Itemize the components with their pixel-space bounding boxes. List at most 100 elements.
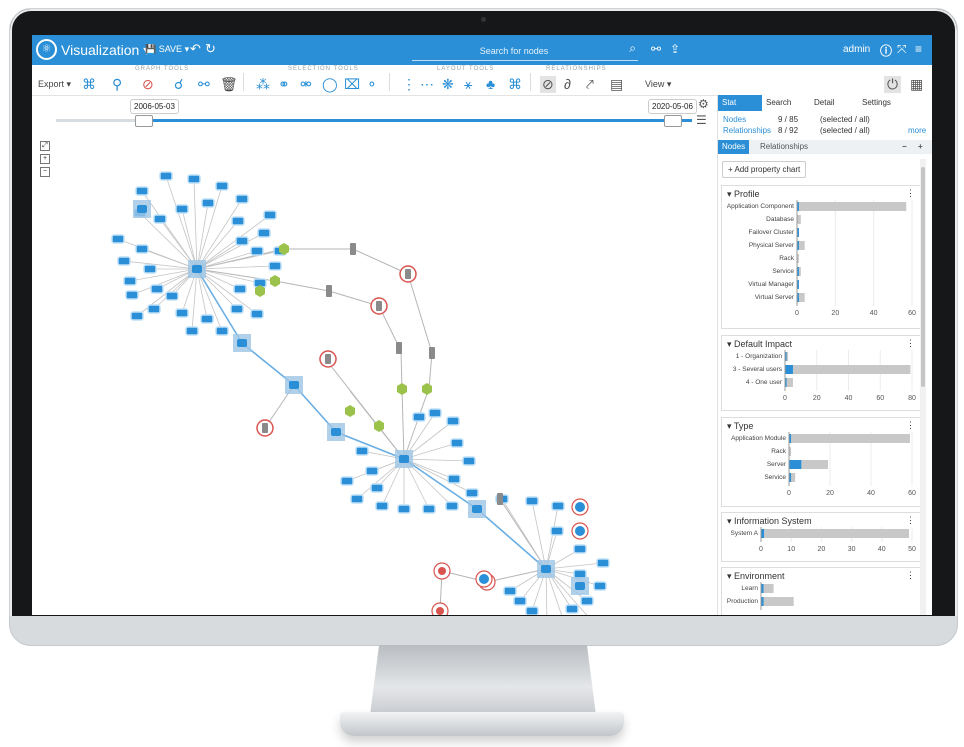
selected-node bbox=[289, 381, 299, 389]
chart-title[interactable]: ▾ Profile bbox=[727, 189, 760, 199]
subtab-relationships[interactable]: Relationships bbox=[760, 142, 809, 151]
category-label: 4 - One user bbox=[746, 379, 783, 386]
list-icon[interactable]: ☰ bbox=[696, 113, 707, 127]
application-node bbox=[462, 456, 476, 466]
category-label: Application Module bbox=[731, 435, 786, 442]
save-button[interactable]: 💾 SAVE ▾ bbox=[145, 44, 190, 54]
collapse-icon[interactable]: − bbox=[902, 142, 907, 151]
search-input[interactable] bbox=[412, 42, 616, 60]
document-icon[interactable]: ▤ bbox=[610, 76, 624, 92]
network-graph[interactable] bbox=[32, 131, 717, 615]
tab-detail[interactable]: Detail bbox=[814, 98, 835, 107]
scrollbar-thumb[interactable] bbox=[921, 167, 925, 387]
delete-icon[interactable]: 🗑 bbox=[220, 76, 238, 92]
tab-settings[interactable]: Settings bbox=[862, 98, 891, 107]
expand-icon[interactable]: ⤢ bbox=[40, 141, 50, 151]
graph-canvas[interactable]: ⤢ + − bbox=[32, 131, 717, 615]
chart-title[interactable]: ▾ Type bbox=[727, 421, 754, 431]
tab-search[interactable]: Search bbox=[766, 98, 792, 107]
hierarchy-icon[interactable]: ⚲ bbox=[112, 76, 123, 92]
layout-hierarchy-icon[interactable]: ♣ bbox=[486, 76, 496, 92]
zoom-out-icon[interactable]: − bbox=[40, 167, 50, 177]
edge-curve-icon[interactable]: ⤤ bbox=[586, 76, 594, 92]
layout-radial-icon[interactable]: ❋ bbox=[442, 76, 454, 92]
select-path-icon[interactable]: ⚭ bbox=[278, 76, 290, 92]
app-title-menu[interactable]: Visualization ▾ bbox=[61, 42, 151, 58]
gear-icon[interactable]: ⚙ bbox=[698, 97, 709, 111]
timeline-slider: 2006-05-03 2020-05-06 ⚙ ☰ bbox=[32, 95, 717, 131]
graph-shape-icon[interactable]: ⌘ bbox=[82, 76, 96, 92]
hide-icon[interactable]: ⊘ bbox=[142, 76, 154, 92]
bar-all bbox=[761, 584, 774, 593]
calendar-icon[interactable]: ▦ bbox=[910, 76, 924, 92]
chart-menu-icon[interactable]: ⋮ bbox=[906, 420, 915, 430]
bar-selected bbox=[797, 228, 799, 237]
chart-title[interactable]: ▾ Information System bbox=[727, 516, 812, 526]
selected-node bbox=[575, 582, 585, 590]
rack-node bbox=[326, 285, 332, 297]
layout-organic-icon[interactable]: ⌘ bbox=[508, 76, 522, 92]
category-label: Service bbox=[772, 268, 794, 275]
deselect-icon[interactable]: ⌧ bbox=[344, 76, 361, 92]
panel-scrollbar[interactable] bbox=[920, 159, 926, 615]
user-group-node-icon bbox=[438, 567, 446, 575]
fullscreen-icon[interactable]: ⤧ bbox=[897, 42, 907, 56]
timeline-start-handle[interactable] bbox=[135, 115, 154, 127]
share-icon[interactable]: ⚯ bbox=[651, 42, 662, 56]
select-chain-icon[interactable]: ⚮ bbox=[300, 76, 312, 92]
redo-icon[interactable]: ↻ bbox=[205, 41, 216, 56]
undo-icon[interactable]: ↶ bbox=[190, 41, 201, 56]
select-edge-icon[interactable]: ⚬ bbox=[366, 76, 378, 92]
toolbar-divider bbox=[243, 73, 244, 91]
chart-menu-icon[interactable]: ⋮ bbox=[906, 188, 915, 198]
category-label: Virtual Server bbox=[755, 294, 795, 301]
zoom-in-icon[interactable]: + bbox=[40, 154, 50, 164]
chart-title[interactable]: ▾ Environment bbox=[727, 571, 785, 581]
layout-vertical-icon[interactable]: ⋮ bbox=[402, 76, 416, 92]
stat-nodes-label[interactable]: Nodes bbox=[723, 115, 747, 124]
tick-label: 60 bbox=[908, 490, 916, 497]
add-icon[interactable]: + bbox=[918, 142, 923, 151]
export-button[interactable]: Export ▾ bbox=[38, 79, 72, 89]
monitor-stand-neck bbox=[370, 645, 596, 715]
chart-menu-icon[interactable]: ⋮ bbox=[906, 570, 915, 580]
category-label: 3 - Several users bbox=[733, 366, 783, 373]
rack-node bbox=[350, 243, 356, 255]
add-property-chart-button[interactable]: + Add property chart bbox=[722, 161, 807, 178]
view-menu-button[interactable]: View ▾ bbox=[645, 79, 672, 89]
relationship-mode-icon[interactable]: ⊘ bbox=[540, 76, 556, 93]
graph-edge bbox=[196, 250, 258, 270]
subtab-nodes[interactable]: Nodes bbox=[718, 140, 750, 154]
application-node bbox=[370, 483, 384, 493]
select-neighbors-icon[interactable]: ⁂ bbox=[256, 76, 270, 92]
application-node bbox=[428, 408, 442, 418]
info-icon[interactable]: ⓘ bbox=[880, 44, 893, 58]
timeline-end-label: 2020-05-06 bbox=[648, 99, 697, 114]
layout-tree-icon[interactable]: ⚹ bbox=[464, 76, 473, 92]
select-circle-icon[interactable]: ◯ bbox=[322, 76, 338, 92]
add-relationship-icon[interactable]: ⚯ bbox=[198, 76, 210, 92]
link-icon[interactable]: ∂ bbox=[564, 76, 571, 92]
graph-edge bbox=[165, 175, 198, 270]
chart-title[interactable]: ▾ Default Impact bbox=[727, 339, 793, 349]
chart-menu-icon[interactable]: ⋮ bbox=[906, 515, 915, 525]
category-label: System A bbox=[731, 530, 759, 537]
application-node bbox=[580, 596, 594, 606]
tab-stat[interactable]: Stat bbox=[718, 95, 762, 111]
logo-icon[interactable]: ⚛ bbox=[36, 39, 57, 60]
category-label: Rack bbox=[771, 448, 787, 455]
upload-icon[interactable]: ⇪ bbox=[670, 42, 681, 56]
graph-edge bbox=[196, 268, 261, 284]
server-node bbox=[255, 285, 265, 297]
more-link[interactable]: more bbox=[908, 126, 927, 135]
timeline-end-handle[interactable] bbox=[664, 115, 682, 127]
stat-relationships-label[interactable]: Relationships bbox=[723, 126, 772, 135]
tick-label: 80 bbox=[908, 395, 916, 402]
add-node-icon[interactable]: ☌ bbox=[174, 76, 184, 92]
chart-menu-icon[interactable]: ⋮ bbox=[906, 338, 915, 348]
power-icon[interactable]: ⏻ bbox=[884, 76, 902, 93]
menu-icon[interactable]: ≡ bbox=[915, 42, 923, 56]
search-icon[interactable]: ⌕ bbox=[629, 41, 636, 55]
user-menu[interactable]: admin bbox=[843, 44, 871, 55]
layout-horizontal-icon[interactable]: ⋯ bbox=[420, 76, 434, 92]
